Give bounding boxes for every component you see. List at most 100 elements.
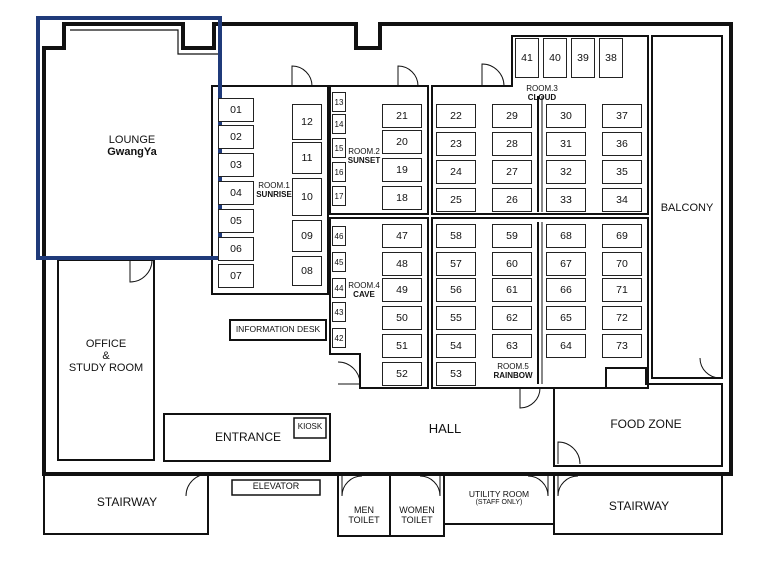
- room3-seat-31[interactable]: 31: [546, 132, 586, 156]
- room5-seat-68[interactable]: 68: [546, 224, 586, 248]
- room2-seat-14[interactable]: 14: [332, 114, 346, 134]
- room3-seat-22[interactable]: 22: [436, 104, 476, 128]
- room5-seat-73[interactable]: 73: [602, 334, 642, 358]
- room5-seat-54[interactable]: 54: [436, 334, 476, 358]
- room1-seat-10[interactable]: 10: [292, 178, 322, 216]
- room4-seat-47[interactable]: 47: [382, 224, 422, 248]
- room5-seat-53[interactable]: 53: [436, 362, 476, 386]
- room1-seat-03[interactable]: 03: [218, 153, 254, 177]
- room3-seat-39[interactable]: 39: [571, 38, 595, 78]
- room5-seat-61[interactable]: 61: [492, 278, 532, 302]
- room4-seat-50[interactable]: 50: [382, 306, 422, 330]
- room5-seat-60[interactable]: 60: [492, 252, 532, 276]
- room2-seat-21[interactable]: 21: [382, 104, 422, 128]
- room2-seat-17[interactable]: 17: [332, 186, 346, 206]
- room3-wall: [431, 35, 649, 215]
- room3-seat-38[interactable]: 38: [599, 38, 623, 78]
- door-icons: [129, 63, 721, 497]
- room5-seat-57[interactable]: 57: [436, 252, 476, 276]
- stairway-right-label: STAIRWAY: [608, 499, 670, 513]
- room2-seat-18[interactable]: 18: [382, 186, 422, 210]
- room1-seat-08[interactable]: 08: [292, 256, 322, 286]
- stairway-right-wall: [553, 473, 723, 535]
- balcony-wall: [651, 35, 723, 379]
- balcony-label: BALCONY: [660, 202, 714, 214]
- room4-seat-51[interactable]: 51: [382, 334, 422, 358]
- room2-seat-16[interactable]: 16: [332, 162, 346, 182]
- room1-seat-07[interactable]: 07: [218, 264, 254, 288]
- room3-seat-29[interactable]: 29: [492, 104, 532, 128]
- room5-seat-66[interactable]: 66: [546, 278, 586, 302]
- room4-seat-44[interactable]: 44: [332, 278, 346, 298]
- room4-seat-52[interactable]: 52: [382, 362, 422, 386]
- room5-seat-58[interactable]: 58: [436, 224, 476, 248]
- room5-seat-55[interactable]: 55: [436, 306, 476, 330]
- food-zone-label: FOOD ZONE: [610, 417, 682, 431]
- elevator-label: ELEVATOR: [252, 481, 300, 491]
- office-label: OFFICE&STUDY ROOM: [68, 338, 144, 375]
- room5-seat-70[interactable]: 70: [602, 252, 642, 276]
- room3-seat-24[interactable]: 24: [436, 160, 476, 184]
- room2-seat-20[interactable]: 20: [382, 130, 422, 154]
- room3-seat-23[interactable]: 23: [436, 132, 476, 156]
- room1-seat-04[interactable]: 04: [218, 181, 254, 205]
- kiosk-label: KIOSK: [297, 422, 323, 431]
- room5-seat-56[interactable]: 56: [436, 278, 476, 302]
- building-outer-wall: [42, 22, 733, 476]
- information-desk-label: INFORMATION DESK: [235, 324, 321, 334]
- room5-seat-69[interactable]: 69: [602, 224, 642, 248]
- room4-seat-46[interactable]: 46: [332, 226, 346, 246]
- room1-seat-11[interactable]: 11: [292, 142, 322, 174]
- room4-seat-42[interactable]: 42: [332, 328, 346, 348]
- room5-seat-59[interactable]: 59: [492, 224, 532, 248]
- room3-seat-28[interactable]: 28: [492, 132, 532, 156]
- room1-seat-09[interactable]: 09: [292, 220, 322, 252]
- room3-seat-37[interactable]: 37: [602, 104, 642, 128]
- room5-seat-64[interactable]: 64: [546, 334, 586, 358]
- room3-seat-33[interactable]: 33: [546, 188, 586, 212]
- kiosk-box: [293, 417, 327, 439]
- room5-seat-72[interactable]: 72: [602, 306, 642, 330]
- lounge-label: LOUNGE GwangYa: [107, 134, 157, 159]
- room5-seat-63[interactable]: 63: [492, 334, 532, 358]
- room3-seat-32[interactable]: 32: [546, 160, 586, 184]
- room3-seat-40[interactable]: 40: [543, 38, 567, 78]
- room4-seat-45[interactable]: 45: [332, 252, 346, 272]
- room4-seat-48[interactable]: 48: [382, 252, 422, 276]
- stairway-left-label: STAIRWAY: [96, 495, 158, 509]
- room5-seat-71[interactable]: 71: [602, 278, 642, 302]
- room5-seat-62[interactable]: 62: [492, 306, 532, 330]
- room3-seat-25[interactable]: 25: [436, 188, 476, 212]
- stairway-left-wall: [43, 473, 209, 535]
- room1-seat-01[interactable]: 01: [218, 98, 254, 122]
- elevator-box: [231, 479, 321, 496]
- room3-seat-35[interactable]: 35: [602, 160, 642, 184]
- room5-seat-67[interactable]: 67: [546, 252, 586, 276]
- room1-seat-02[interactable]: 02: [218, 125, 254, 149]
- room3-seat-30[interactable]: 30: [546, 104, 586, 128]
- room2-seat-13[interactable]: 13: [332, 92, 346, 112]
- hall-label: HALL: [428, 421, 462, 436]
- room1-seat-06[interactable]: 06: [218, 237, 254, 261]
- room5-seat-65[interactable]: 65: [546, 306, 586, 330]
- room3-seat-26[interactable]: 26: [492, 188, 532, 212]
- room2-seat-19[interactable]: 19: [382, 158, 422, 182]
- room1-wall: [211, 85, 329, 295]
- room1-seat-12[interactable]: 12: [292, 104, 322, 140]
- room3-seat-41[interactable]: 41: [515, 38, 539, 78]
- room2-seat-15[interactable]: 15: [332, 138, 346, 158]
- entrance-label: ENTRANCE: [214, 430, 281, 444]
- room3-seat-27[interactable]: 27: [492, 160, 532, 184]
- room3-seat-34[interactable]: 34: [602, 188, 642, 212]
- room4-seat-49[interactable]: 49: [382, 278, 422, 302]
- room4-seat-43[interactable]: 43: [332, 302, 346, 322]
- room3-seat-36[interactable]: 36: [602, 132, 642, 156]
- room1-seat-05[interactable]: 05: [218, 209, 254, 233]
- room2-wall: [329, 85, 429, 215]
